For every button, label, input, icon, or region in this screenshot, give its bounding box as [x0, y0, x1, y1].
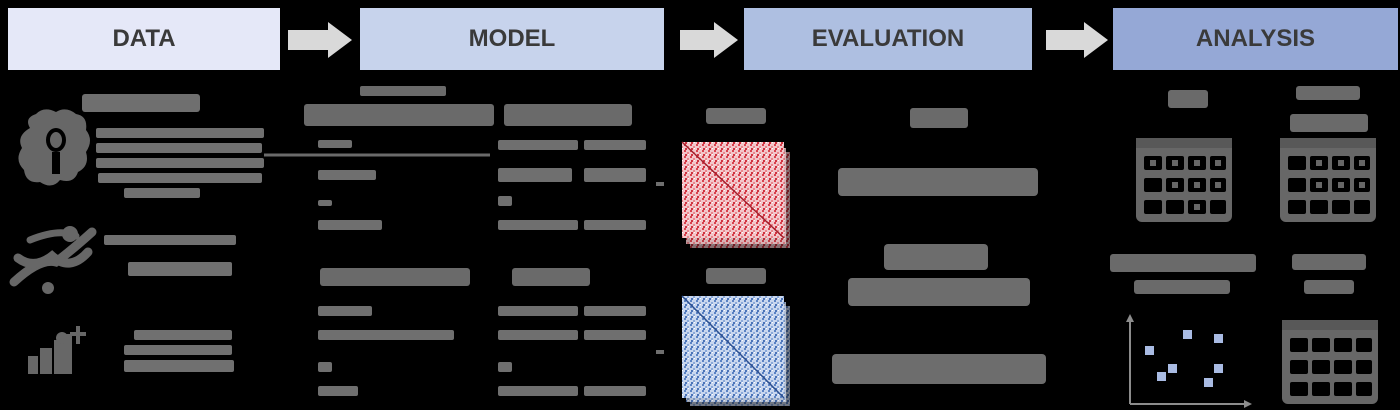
matrix-icon — [1136, 138, 1232, 222]
stage-model: MODEL — [360, 8, 664, 70]
heatmap-blue — [681, 295, 790, 406]
eval-metric-2a — [884, 244, 988, 270]
analysis-heading-3a — [1110, 254, 1256, 272]
model-encoder-header — [304, 104, 494, 126]
analysis-heading-2a — [1296, 86, 1360, 100]
brain-text-block — [96, 128, 264, 198]
stage-analysis-label: ANALYSIS — [1195, 25, 1316, 52]
stage-data: DATA — [8, 8, 280, 70]
eval-metric-1 — [838, 168, 1038, 196]
eval-metric-2b — [848, 278, 1030, 306]
analysis-heading-4b — [1304, 280, 1354, 294]
model-decoder-header — [504, 104, 632, 126]
model-lower-right-header — [512, 268, 590, 286]
evaluation-column — [681, 108, 1046, 406]
heatmap-top-label — [706, 108, 766, 124]
flow-arrow-2 — [680, 22, 738, 58]
lab-icon — [28, 326, 86, 374]
brain-icon — [18, 109, 91, 186]
flow-arrow-3 — [1046, 22, 1108, 58]
heatmap-red — [681, 141, 790, 248]
heatmap-bottom-label — [706, 268, 766, 284]
analysis-heading-3b — [1134, 280, 1230, 294]
analysis-heading-1 — [1168, 90, 1208, 108]
matrix-icon — [1282, 320, 1378, 404]
model-lower-left-header — [320, 268, 470, 286]
model-upper-labels — [318, 140, 382, 230]
flow-arrow-1 — [288, 22, 352, 58]
eval-heading — [910, 108, 968, 128]
data-heading-text — [82, 94, 200, 112]
gene-text-block — [104, 235, 236, 276]
eval-metric-3 — [832, 354, 1046, 384]
model-lower-values — [498, 306, 646, 396]
stage-data-label: DATA — [112, 25, 176, 52]
analysis-column — [1110, 86, 1378, 408]
model-upper-values — [498, 140, 646, 230]
model-top-label — [360, 86, 446, 96]
stage-analysis: ANALYSIS — [1113, 8, 1398, 70]
model-lower-labels — [318, 306, 454, 396]
analysis-heading-4a — [1292, 254, 1366, 270]
lab-text-block — [124, 330, 234, 372]
stage-evaluation-label: EVALUATION — [811, 25, 965, 52]
gene-icon — [9, 226, 97, 294]
stage-evaluation: EVALUATION — [744, 8, 1032, 70]
stage-model-label: MODEL — [468, 25, 556, 52]
model-column — [304, 86, 664, 396]
matrix-icon — [1280, 138, 1376, 222]
data-column — [9, 94, 490, 374]
scatter-plot-icon — [1126, 314, 1252, 408]
analysis-heading-2b — [1290, 114, 1368, 132]
